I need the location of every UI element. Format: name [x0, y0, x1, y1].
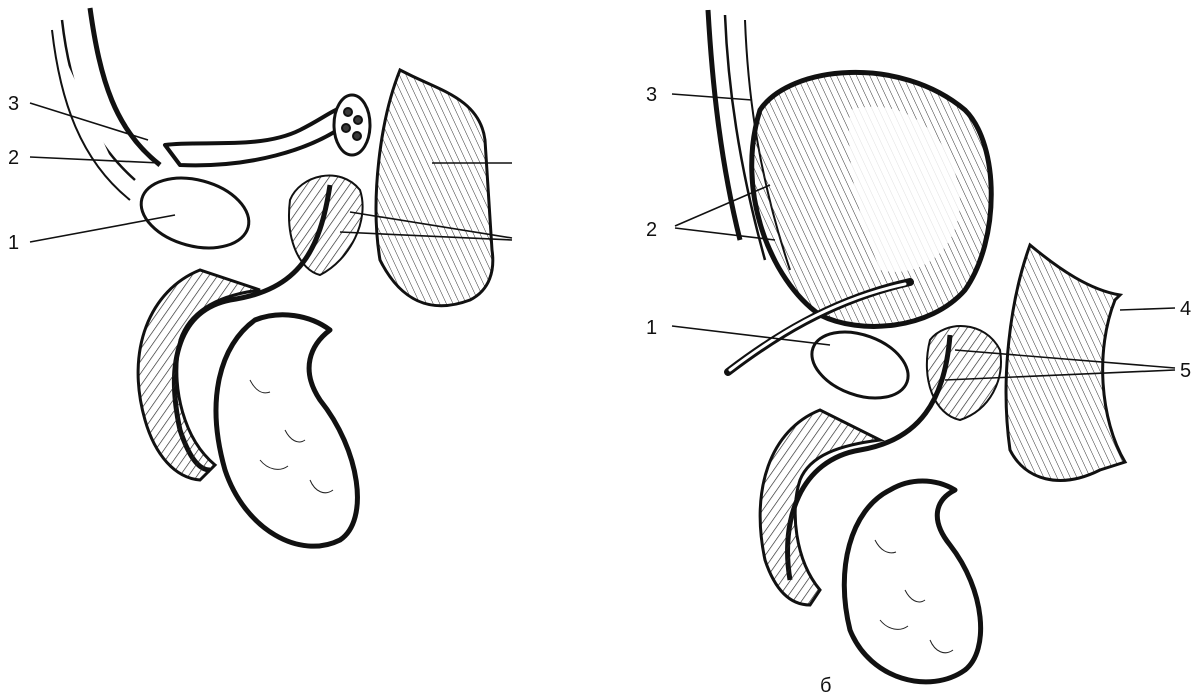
right-label-1: 1	[646, 317, 657, 339]
right-pubic-bone	[803, 320, 917, 411]
left-bladder-wall	[165, 108, 345, 165]
right-prostate	[927, 326, 1001, 420]
right-panel-caption: б	[820, 675, 831, 697]
right-label-3: 3	[646, 84, 657, 106]
left-rectum	[376, 70, 493, 306]
right-label-2: 2	[646, 219, 657, 241]
left-testis	[216, 315, 357, 546]
right-panel: 3 2 1 4 5 б	[646, 10, 1191, 697]
left-panel: 3 2 1	[8, 8, 512, 546]
right-label-4: 4	[1180, 298, 1191, 320]
right-label-5: 5	[1180, 360, 1191, 382]
left-label-3: 3	[8, 93, 19, 115]
left-label-2: 2	[8, 147, 19, 169]
left-abdominal-wall	[52, 8, 160, 200]
right-testis	[844, 481, 980, 682]
left-prostate	[289, 176, 363, 275]
left-label-1: 1	[8, 232, 19, 254]
left-pubic-bone	[133, 167, 256, 259]
left-seminal-vesicles	[334, 95, 370, 155]
